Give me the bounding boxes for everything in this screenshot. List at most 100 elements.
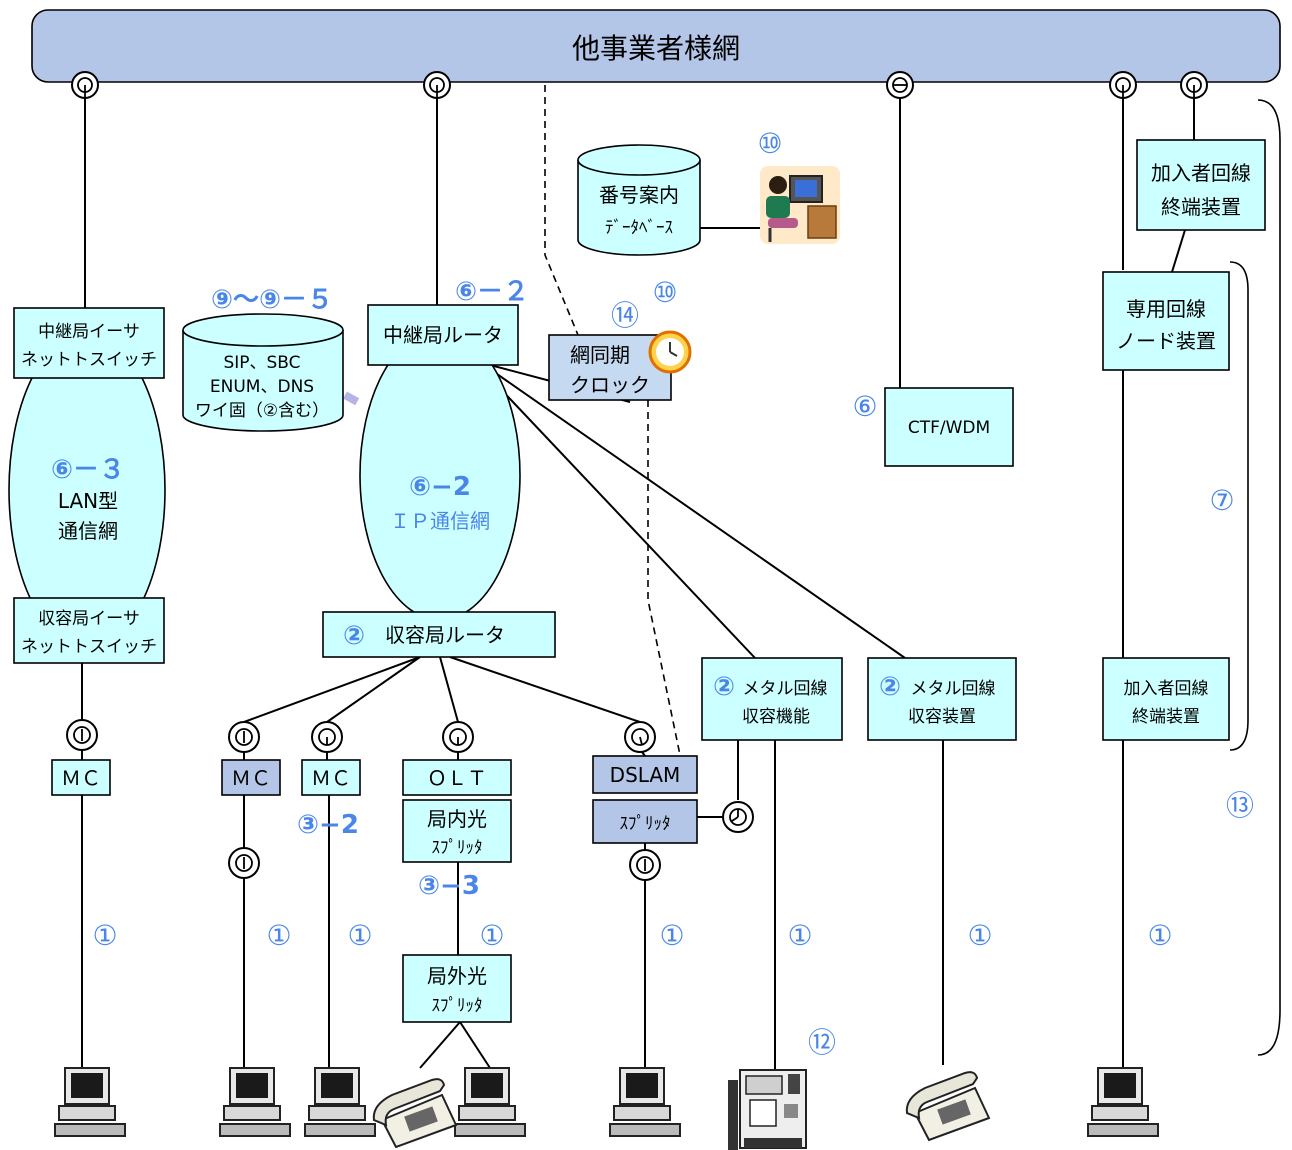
- connector-icon: [423, 71, 451, 99]
- computer-icon: [454, 1067, 526, 1137]
- ip-network-num: ⑥−2: [409, 472, 471, 502]
- computer-icon: [1087, 1067, 1159, 1137]
- leased-top-line2: 終端装置: [1161, 195, 1241, 219]
- ctf-num: ⑥: [852, 390, 877, 423]
- computer-icon: [304, 1067, 376, 1137]
- payphone-icon: [728, 1069, 807, 1150]
- branch-connectors: [66, 719, 754, 881]
- connector-icon: [228, 721, 260, 753]
- mc2-label: ＭＣ: [311, 766, 351, 790]
- access-line-num: ①: [1147, 919, 1172, 952]
- clock-icon: [648, 330, 692, 374]
- connector-icon: [629, 849, 661, 881]
- ctf-label: CTF/WDM: [908, 418, 990, 438]
- server-num: ⑨～⑨－５: [211, 285, 333, 315]
- connector-icon: [1180, 71, 1208, 99]
- olt-label: ＯＬＴ: [427, 766, 487, 790]
- payphone-num: ⑫: [808, 1026, 836, 1059]
- lan-network: 中継局イーサ ネットトスイッチ ⑥－３ LAN型 通信網 収容局イーサ ネットト…: [8, 307, 166, 796]
- dslam-label: DSLAM: [610, 763, 681, 787]
- metal-func-line2: 収容機能: [742, 707, 810, 727]
- operator-icon: [760, 166, 840, 244]
- leased-bracket-num: ⑦: [1209, 484, 1234, 517]
- access-router-num: ②: [343, 621, 365, 651]
- branch-units: ＭＣ ＭＣ ③−2 ＯＬＴ 局内光 ｽﾌﾟﾘｯﾀ ③−3 局外光 ｽﾌﾟﾘｯﾀ …: [221, 755, 698, 1023]
- server-line2: ENUM、DNS: [210, 377, 314, 397]
- relay-router-num: ⑥－２: [455, 277, 529, 307]
- server-line3: ワイ固（②含む）: [195, 401, 329, 421]
- connection-lines: [81, 85, 1195, 1080]
- connector-icon: [228, 847, 260, 879]
- connector-icon: [66, 719, 98, 751]
- lan-access-switch-line1: 収容局イーサ: [38, 609, 140, 629]
- clock-num: ⑭: [611, 299, 639, 332]
- mc1-label: ＭＣ: [231, 766, 271, 790]
- ctf-wdm: ⑥ CTF/WDM: [852, 387, 1014, 467]
- server-line1: SIP、SBC: [223, 353, 300, 373]
- access-line-num: ①: [787, 919, 812, 952]
- lan-relay-switch-line1: 中継局イーサ: [38, 322, 140, 342]
- metal-equip-num: ②: [879, 672, 901, 702]
- metal-equipment: ② メタル回線 収容機能 ② メタル回線 収容装置: [701, 657, 1017, 741]
- metal-equip-line1: メタル回線: [911, 679, 996, 699]
- access-line-num: ①: [967, 919, 992, 952]
- directory-num-2: ⑩: [652, 276, 677, 309]
- telephone-icon: [372, 1078, 458, 1149]
- leased-line: 加入者回線 終端装置 専用回線 ノード装置 加入者回線 終端装置 ⑦ ⑬: [1102, 99, 1281, 1056]
- ip-network-name: ＩＰ通信網: [390, 509, 490, 533]
- leased-bottom-line2: 終端装置: [1132, 707, 1200, 727]
- computer-icon: [609, 1067, 681, 1137]
- mc2-num: ③−2: [297, 810, 359, 840]
- access-line-numbers: ① ① ① ① ① ① ① ① ⑫: [92, 919, 1172, 1059]
- end-devices: [54, 1067, 1159, 1150]
- bar-connectors: [71, 71, 1208, 99]
- access-line-num: ①: [659, 919, 684, 952]
- lan-relay-switch-line2: ネットトスイッチ: [21, 350, 157, 370]
- access-line-num: ①: [266, 919, 291, 952]
- outer-splitter-line1: 局外光: [427, 964, 487, 988]
- directory-db-line1: 番号案内: [599, 183, 679, 207]
- lan-mc-label: ＭＣ: [61, 766, 101, 790]
- outer-splitter-line2: ｽﾌﾟﾘｯﾀ: [432, 996, 483, 1016]
- lan-access-switch-line2: ネットトスイッチ: [21, 637, 157, 657]
- ip-network: ⑥－２ 中継局ルータ ⑥−2 ＩＰ通信網 ② 収容局ルータ: [322, 277, 556, 658]
- connector-icon: [311, 721, 343, 753]
- relay-router-label: 中継局ルータ: [383, 323, 503, 347]
- connector-icon: [1109, 71, 1137, 99]
- dslam-splitter-label: ｽﾌﾟﾘｯﾀ: [620, 814, 671, 834]
- clock-line1: 網同期: [570, 343, 630, 367]
- directory-db-line2: ﾃﾞｰﾀﾍﾞｰｽ: [605, 218, 673, 238]
- connector-icon: [722, 801, 754, 833]
- leased-outer-num: ⑬: [1226, 789, 1254, 822]
- network-bar: 他事業者様網: [31, 9, 1281, 83]
- access-router-label: 収容局ルータ: [385, 623, 505, 647]
- metal-equip-line2: 収容装置: [908, 707, 976, 727]
- server-database: ⑨～⑨－５ SIP、SBC ENUM、DNS ワイ固（②含む）: [182, 285, 344, 432]
- computer-icon: [219, 1067, 291, 1137]
- leased-node-line1: 専用回線: [1126, 297, 1206, 321]
- leased-node-line2: ノード装置: [1116, 329, 1216, 353]
- metal-func-num: ②: [713, 672, 735, 702]
- clock-line2: クロック: [570, 373, 650, 397]
- computer-icon: [54, 1067, 126, 1137]
- network-clock: ⑭ 網同期 クロック: [548, 299, 692, 401]
- access-line-num: ①: [479, 919, 504, 952]
- network-title: 他事業者様網: [572, 32, 740, 65]
- access-line-num: ①: [92, 919, 117, 952]
- lan-network-num: ⑥－３: [51, 455, 125, 485]
- directory-service: 番号案内 ﾃﾞｰﾀﾍﾞｰｽ ⑩ ⑩: [577, 127, 840, 309]
- lan-network-name-line1: LAN型: [58, 489, 118, 513]
- access-line-num: ①: [347, 919, 372, 952]
- connector-icon: [71, 71, 99, 99]
- splitter-num: ③−3: [418, 871, 480, 901]
- inner-splitter-line1: 局内光: [427, 807, 487, 831]
- lan-network-name-line2: 通信網: [58, 519, 118, 543]
- connector-icon: [886, 71, 914, 99]
- telephone-icon: [905, 1071, 991, 1142]
- inner-splitter-line2: ｽﾌﾟﾘｯﾀ: [432, 838, 483, 858]
- connector-icon: [624, 721, 656, 753]
- leased-top-line1: 加入者回線: [1151, 161, 1251, 185]
- metal-func-line1: メタル回線: [743, 679, 828, 699]
- connector-icon: [442, 721, 474, 753]
